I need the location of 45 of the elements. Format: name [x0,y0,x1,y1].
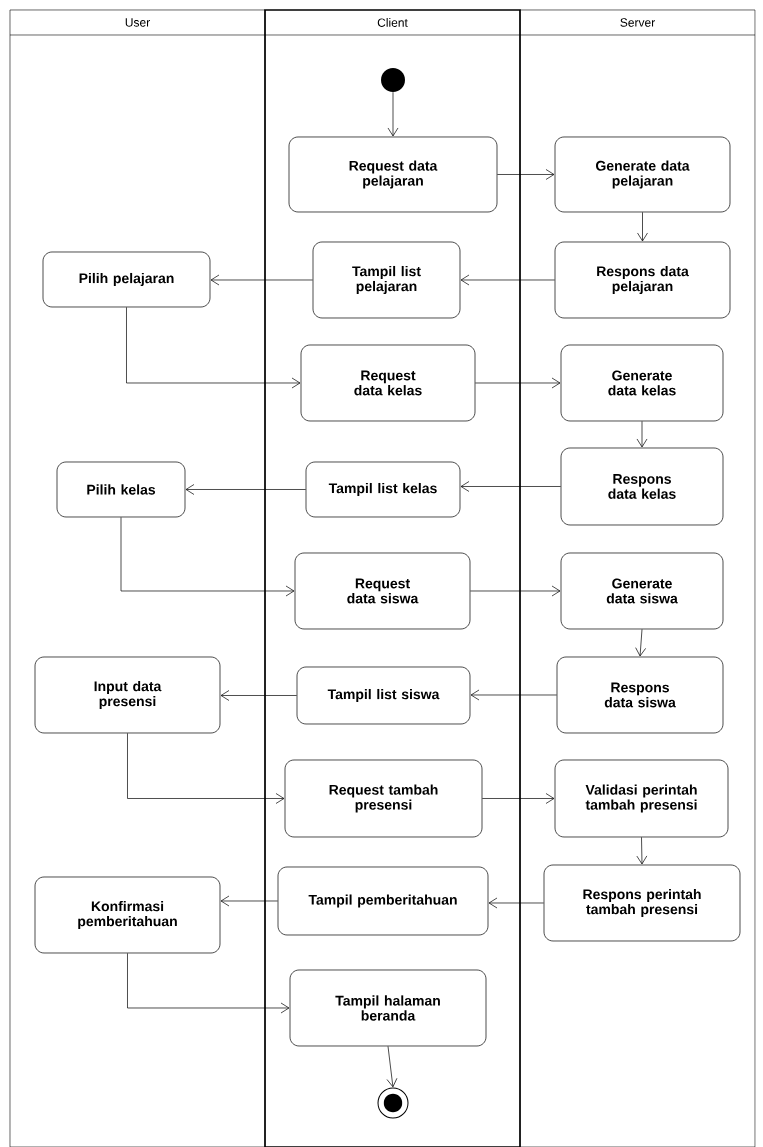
arrow [460,481,561,492]
arrow [386,1046,398,1088]
activity-box: Respons data kelas [560,447,724,526]
arrow [470,689,557,701]
arrow [126,307,301,389]
arrow [127,733,285,804]
arrow [470,585,561,597]
activity-box: Request data kelas [300,344,476,422]
activity-box: Generate data kelas [560,344,724,422]
arrow [636,421,648,448]
arrow [482,793,555,804]
activity-box: Generate data siswa [560,552,724,630]
arrow [460,274,555,286]
activity-box: Pilih kelas [56,461,186,518]
activity-box: Request data pelajaran [288,136,498,213]
activity-box: Tampil list pelajaran [312,241,461,319]
arrow [127,953,290,1014]
activity-box: Input data presensi [34,656,221,734]
arrow [488,897,544,909]
activity-box: Konfirmasi pemberitahuan [34,876,221,954]
arrow [387,91,399,137]
activity-box: Respons data siswa [556,656,724,734]
arrow [475,377,561,389]
activity-box: Validasi perintah tambah presensi [554,759,729,838]
activity-box: Request tambah presensi [284,759,483,838]
arrow [220,690,297,701]
arrow [637,212,648,242]
arrow [636,837,648,865]
activity-box: Request data siswa [294,552,471,630]
arrow [210,274,313,286]
activity-box: Tampil halaman beranda [289,969,487,1047]
start-node [381,68,405,92]
activity-box: Pilih pelajaran [42,251,211,308]
end-node [377,1087,409,1119]
activity-box: Respons perintah tambah presensi [543,864,741,942]
activity-box: Tampil list kelas [305,461,461,518]
activity-box: Generate data pelajaran [554,136,731,213]
arrow [185,484,306,495]
arrow [220,895,278,907]
arrow [497,169,555,180]
arrow [635,629,646,657]
activity-box: Tampil pemberitahuan [277,866,489,936]
arrow [120,517,295,597]
activity-box: Tampil list siswa [296,666,471,725]
activity-box: Respons data pelajaran [554,241,731,319]
